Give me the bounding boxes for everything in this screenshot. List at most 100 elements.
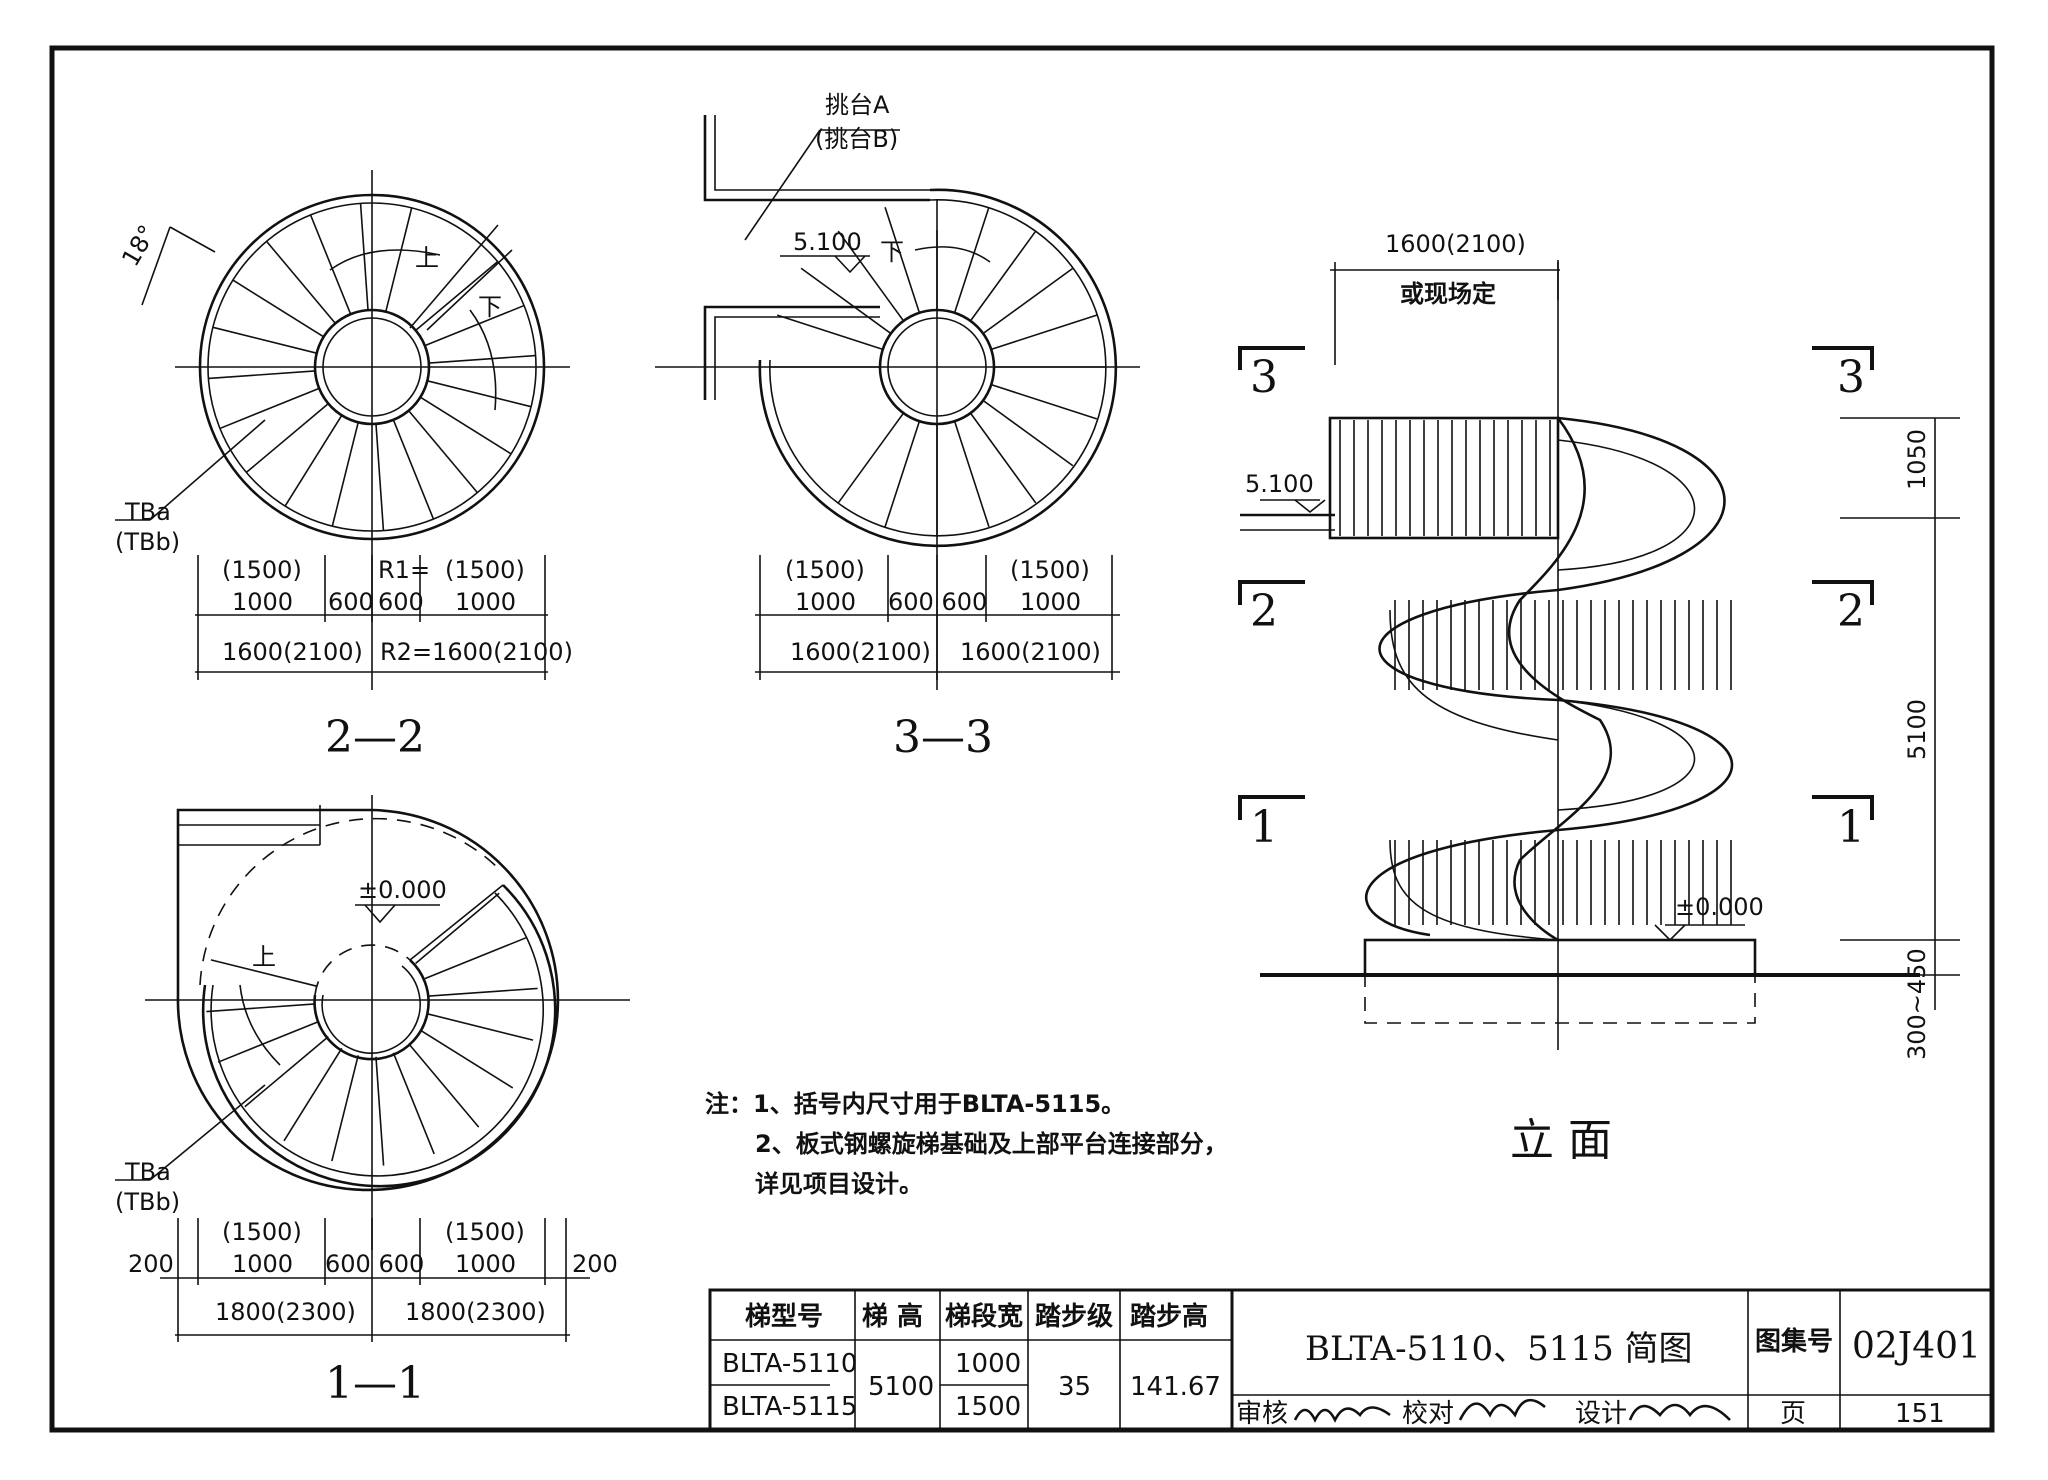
plan-1-1: ±0.000 上 TBa (TBb) 200 (1500) 1000 600 6…	[115, 795, 630, 1409]
stair-tread	[953, 206, 990, 314]
cut-2-right: 2	[1837, 586, 1865, 637]
tbl-steps: 35	[1058, 1372, 1091, 1402]
dim-600-r: 600	[378, 588, 424, 616]
stair-tread	[217, 1020, 320, 1063]
atlas-label: 图集号	[1755, 1326, 1833, 1357]
stair-tread	[244, 1036, 329, 1108]
tbl-r1-model: BLTA-5110	[722, 1349, 857, 1379]
dim-1000-r: 1000	[455, 588, 516, 616]
stair-tread	[969, 230, 1037, 322]
stair-tread	[428, 987, 538, 997]
dim33-1500-l: (1500)	[785, 556, 865, 584]
tbl-r2-width: 1500	[955, 1392, 1021, 1422]
stair-tread	[953, 420, 990, 528]
dim11-1000-l: 1000	[232, 1250, 293, 1278]
dim33-1600-l: 1600(2100)	[790, 638, 931, 666]
stair-tread	[428, 354, 536, 364]
stair-tread	[245, 403, 329, 474]
section-2-2-title: 2—2	[325, 712, 425, 763]
dim-r2: R2=1600(2100)	[380, 638, 573, 666]
tbl-h-height: 梯 高	[862, 1301, 923, 1332]
stair-tread	[982, 267, 1074, 335]
elevation-title: 立 面	[1510, 1115, 1612, 1166]
cut-3-right: 3	[1837, 352, 1865, 403]
dim33-1500-r: (1500)	[1010, 556, 1090, 584]
dim11-200-l: 200	[128, 1250, 174, 1278]
dim-1600: 1600(2100)	[222, 638, 363, 666]
stair-tread	[385, 207, 413, 312]
stair-tread	[419, 1029, 514, 1089]
atlas-number: 02J401	[1852, 1326, 1981, 1367]
stair-tread	[884, 420, 921, 528]
landing-a-label: 挑台A	[825, 91, 890, 119]
signature-review	[1293, 1406, 1391, 1423]
tbl-r1-width: 1000	[955, 1349, 1021, 1379]
stair-tread	[208, 370, 316, 380]
h300-label: 300~450	[1903, 948, 1931, 1060]
stair-tread	[212, 326, 317, 354]
stair-tread	[375, 1056, 385, 1166]
stair-tread	[800, 267, 892, 335]
down-label-33: 下	[880, 238, 904, 266]
stair-tread	[265, 240, 336, 324]
stair-tread	[419, 396, 512, 455]
up-label: 上	[415, 244, 439, 272]
elev-000-11: ±0.000	[358, 876, 447, 904]
dim11-1500-l: (1500)	[222, 1218, 302, 1246]
stair-tread	[969, 412, 1037, 504]
title-block: 梯型号 梯 高 梯段宽 踏步级 踏步高 BLTA-5110 BLTA-5115 …	[708, 1288, 1994, 1432]
cut-2-left: 2	[1250, 586, 1278, 637]
stair-tread	[424, 937, 527, 980]
tbb-label: (TBb)	[115, 528, 180, 556]
tbl-height: 5100	[868, 1372, 934, 1402]
cut-3-left: 3	[1250, 352, 1278, 403]
stair-tread	[392, 419, 435, 520]
drawing-title: BLTA-5110、5115 简图	[1305, 1329, 1693, 1369]
tbl-h-steps: 踏步级	[1035, 1301, 1113, 1332]
width-top-label: 1600(2100)	[1385, 230, 1526, 258]
dim33-600-600: 600 600	[888, 588, 987, 616]
stair-tread	[427, 380, 532, 408]
stair-tread	[359, 203, 369, 311]
dim33-1000-l: 1000	[795, 588, 856, 616]
signature-check	[1458, 1398, 1546, 1421]
stair-tread	[284, 414, 343, 507]
stair-tread	[990, 383, 1098, 420]
stair-tread	[375, 423, 385, 531]
dim11-1800-l: 1800(2300)	[215, 1298, 356, 1326]
stair-tread	[331, 1055, 359, 1162]
note-2: 2、板式钢螺旋梯基础及上部平台连接部分，	[755, 1130, 1228, 1158]
stair-tread	[232, 279, 325, 338]
stair-tread	[309, 214, 352, 315]
stair-tread	[408, 1043, 480, 1128]
note-1: 注：1、括号内尺寸用于BLTA-5115。	[705, 1090, 1125, 1118]
stair-tread	[776, 314, 884, 351]
dim-1000-l: 1000	[232, 588, 293, 616]
elevation-view: 1600(2100) 或现场定 3 3 2 2 1 1 5.100	[1238, 230, 1960, 1166]
tbl-h-riser: 踏步高	[1130, 1301, 1208, 1332]
stair-tread	[982, 399, 1074, 467]
tbl-riser: 141.67	[1130, 1372, 1221, 1402]
section-3-3-title: 3—3	[893, 712, 993, 763]
tba-label: TBa	[124, 498, 171, 526]
page-label: 页	[1780, 1399, 1806, 1429]
stair-tread	[210, 959, 317, 987]
signature-design	[1628, 1403, 1731, 1421]
stair-tread	[837, 230, 905, 322]
tbl-r2-model: BLTA-5115	[722, 1392, 857, 1422]
section-1-1-title: 1—1	[325, 1358, 425, 1409]
elev-000-label: ±0.000	[1675, 893, 1764, 921]
dim11-1500-r: (1500)	[445, 1218, 525, 1246]
landing-b-label: (挑台B)	[815, 125, 898, 153]
stair-tread	[837, 412, 905, 504]
dim33-1600-r: 1600(2100)	[960, 638, 1101, 666]
up-label-11: 上	[252, 943, 276, 971]
stair-tread	[219, 387, 320, 430]
stair-tread	[331, 422, 359, 527]
stair-tread	[884, 206, 921, 314]
dim11-1000-r: 1000	[455, 1250, 516, 1278]
stair-tread	[283, 1047, 343, 1142]
down-label: 下	[478, 293, 502, 321]
elev-5100-label: 5.100	[1245, 470, 1314, 498]
